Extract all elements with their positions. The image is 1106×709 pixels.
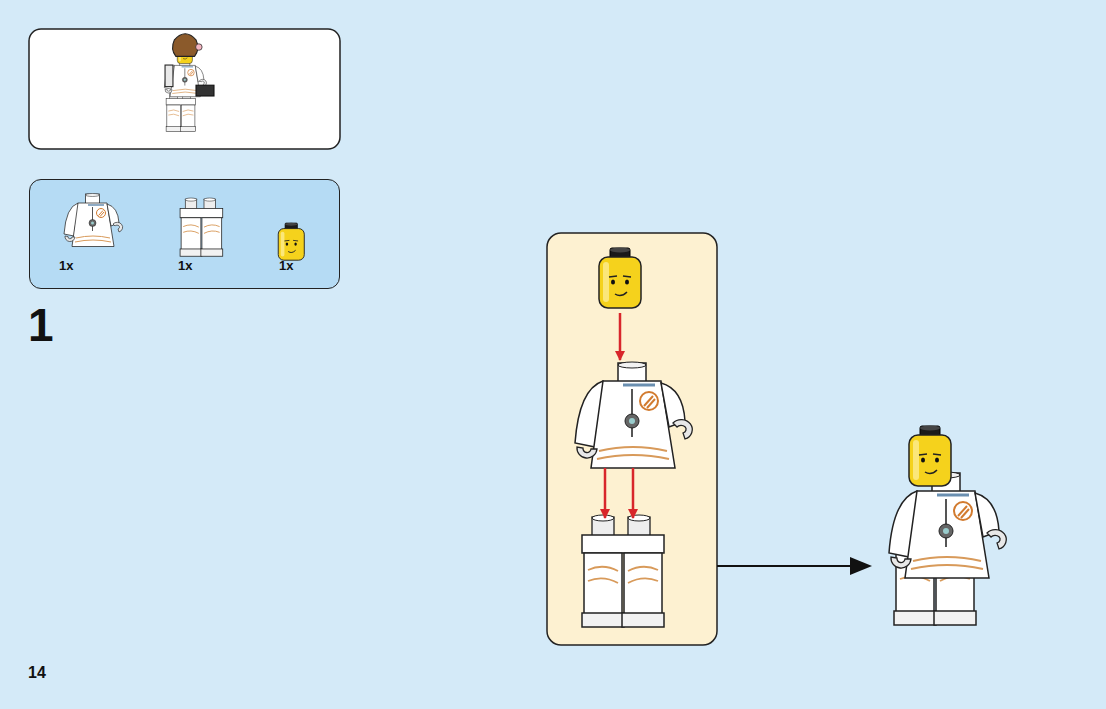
page-number: 14 [28, 665, 46, 681]
assembled-minifig [889, 426, 1006, 626]
figure-box [29, 29, 340, 149]
subassembly-parts [575, 248, 692, 628]
head-part [278, 223, 304, 261]
arrow-line [717, 565, 852, 567]
subassembly-panel [547, 233, 717, 645]
torso-part [64, 194, 123, 247]
minifig-icon [164, 34, 214, 132]
legs-part [180, 198, 223, 256]
part-quantity: 1x [59, 258, 73, 273]
result-arrow [717, 557, 872, 575]
part-quantity: 1x [178, 258, 192, 273]
step-number: 1 [28, 302, 54, 348]
arrow-head [850, 557, 872, 575]
parts-callout: 1x 1x 1x [29, 179, 340, 289]
part-quantity: 1x [279, 258, 293, 273]
